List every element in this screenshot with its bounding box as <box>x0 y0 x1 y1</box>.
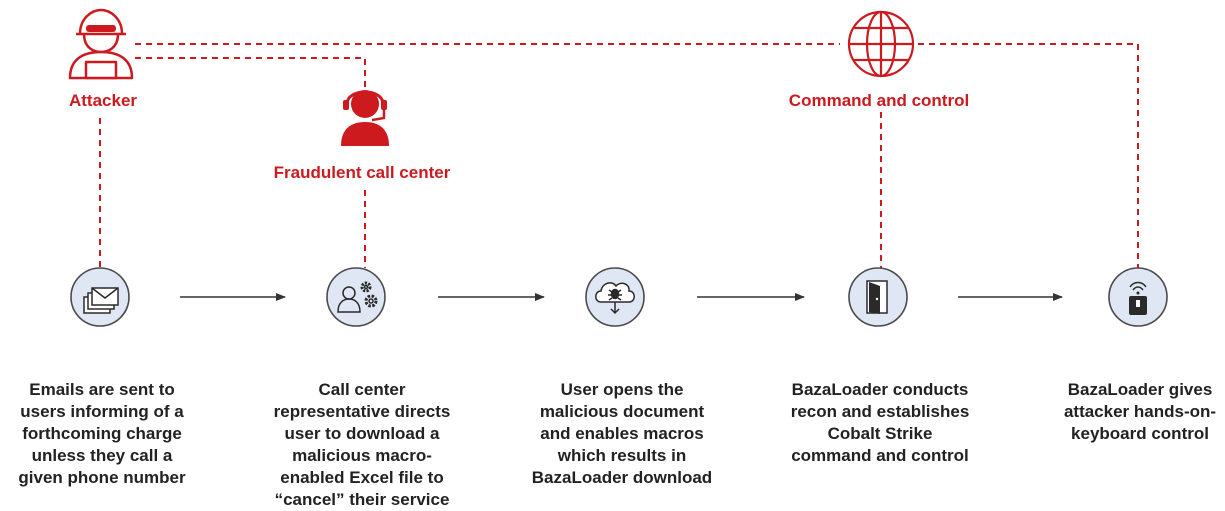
c2-to-step5-line <box>918 43 1139 268</box>
remote-device-icon <box>1129 281 1147 315</box>
step-1-description: Emails are sent to users informing of a … <box>18 380 186 487</box>
headset-operator-icon <box>341 90 389 146</box>
open-door-icon <box>866 280 888 314</box>
cloud-bug-download-icon <box>595 282 635 315</box>
user-gears-icon <box>337 281 378 313</box>
attacker-label: Attacker <box>68 91 138 110</box>
step-3 <box>585 267 645 327</box>
c2-label: Command and control <box>788 91 970 110</box>
step-3-description: User opens the malicious document and en… <box>531 380 713 487</box>
hacker-icon <box>68 8 134 80</box>
step-4-description: BazaLoader conducts recon and establishe… <box>790 380 970 465</box>
step-4 <box>848 267 908 327</box>
email-stack-icon <box>83 287 119 314</box>
step-2-description: Call center representative directs user … <box>273 380 451 509</box>
globe-icon <box>847 10 915 78</box>
step-5 <box>1108 267 1168 327</box>
step-1 <box>70 267 130 327</box>
step-5-description: BazaLoader gives attacker hands-on- keyb… <box>1063 380 1217 443</box>
dashed-connectors <box>99 43 1139 268</box>
step-2 <box>326 267 386 327</box>
attacker-to-callcenter-line <box>135 57 366 90</box>
call-center-label: Fraudulent call center <box>273 163 451 182</box>
